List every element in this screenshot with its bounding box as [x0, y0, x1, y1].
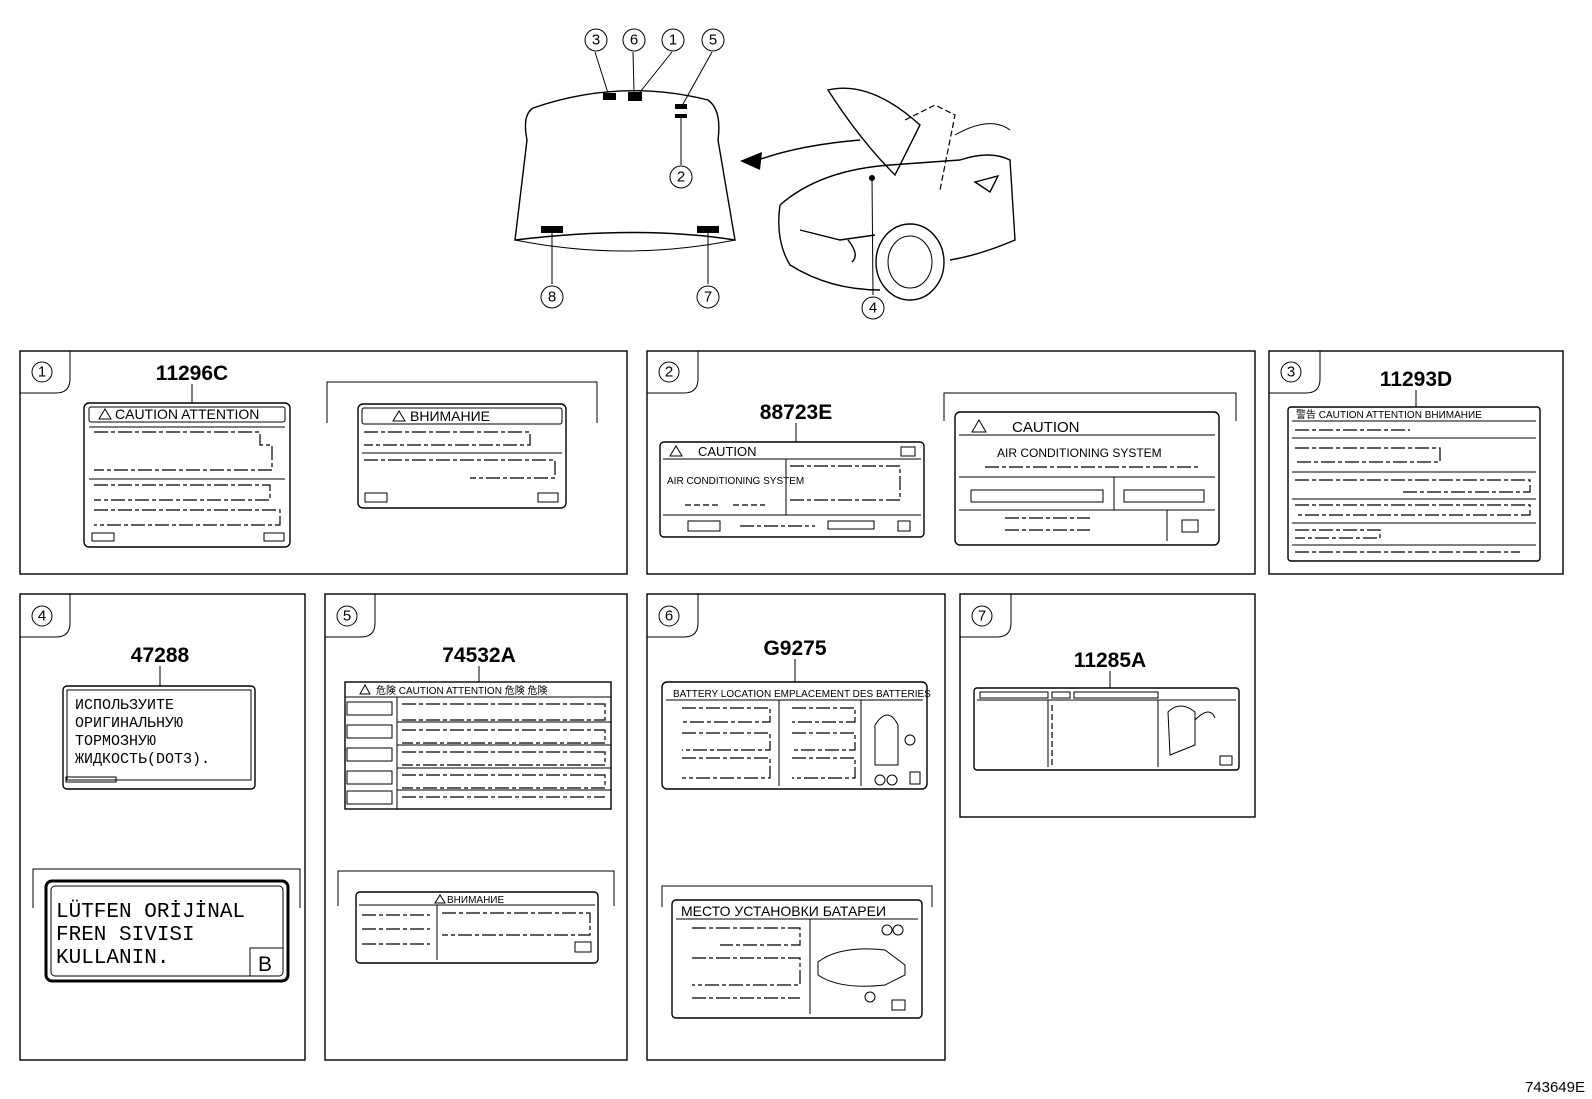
label-main: [973, 687, 1240, 771]
svg-text:BATTERY LOCATION EMPLACEMEN: BATTERY LOCATION EMPLACEMENT DES BATTERI…: [673, 689, 931, 700]
car-illustration: [778, 87, 1016, 301]
svg-text:B: B: [258, 953, 272, 976]
panel-3: 3 11293D 警告 CAUTION ATTENTION ВНИМАНИЕ: [1268, 350, 1564, 575]
svg-text:FREN SIVISI: FREN SIVISI: [56, 924, 195, 947]
svg-text:ВНИМАНИЕ: ВНИМАНИЕ: [447, 895, 504, 906]
label-alt: ВНИМАНИЕ: [357, 403, 567, 509]
callout-5: 5: [701, 28, 725, 52]
callout-2: 2: [669, 165, 693, 189]
label-main: BATTERY LOCATION EMPLACEMENT DES BATTERI…: [661, 681, 931, 790]
part-number: 11296C: [156, 362, 228, 385]
callout-7: 7: [696, 285, 720, 309]
svg-text:CAUTION: CAUTION: [1012, 419, 1080, 436]
callout-8: 8: [540, 285, 564, 309]
svg-text:8: 8: [548, 289, 556, 306]
panel-index: 4: [38, 608, 46, 625]
svg-text:警告 CAUTION ATTENTION ВНИМАН: 警告 CAUTION ATTENTION ВНИМАНИЕ: [1296, 408, 1482, 421]
panel-index: 1: [38, 364, 46, 381]
svg-text:LÜTFEN ORİJİNAL: LÜTFEN ORİJİNAL: [56, 900, 245, 924]
svg-text:CAUTION ATTENTION: CAUTION ATTENTION: [115, 406, 259, 422]
callout-4: 4: [861, 296, 885, 320]
callout-circles: 3 6 1 5 2 8 7 4: [540, 28, 885, 320]
svg-text:МЕСТО УСТАНОВКИ БАТАРЕИ: МЕСТО УСТАНОВКИ БАТАРЕИ: [681, 903, 886, 919]
panel-6: 6 G9275 BATTERY LOCATION EMPLACEMENT DES…: [646, 593, 946, 1061]
hood-illustration: [514, 51, 861, 284]
label-main: 警告 CAUTION ATTENTION ВНИМАНИЕ: [1287, 406, 1541, 562]
callout-1: 1: [661, 28, 685, 52]
svg-text:ИСПОЛЬЗУИТЕ: ИСПОЛЬЗУИТЕ: [75, 697, 174, 714]
label-alt: LÜTFEN ORİJİNAL FREN SIVISI KULLANIN. B: [44, 879, 290, 983]
panel-2: 2 88723E CAUTION AIR CONDITIONING SYSTEM…: [646, 350, 1256, 575]
panel-index: 6: [665, 608, 673, 625]
svg-text:ВНИМАНИЕ: ВНИМАНИЕ: [410, 408, 490, 424]
svg-text:3: 3: [592, 32, 600, 49]
figure-code: 743649E: [1525, 1079, 1585, 1096]
label-alt: МЕСТО УСТАНОВКИ БАТАРЕИ: [671, 899, 923, 1019]
svg-text:4: 4: [869, 300, 877, 317]
callout-6: 6: [622, 28, 646, 52]
part-number: 88723E: [760, 401, 832, 424]
panel-5: 5 74532A 危険 CAUTION ATTENTION 危険 危険: [324, 593, 628, 1061]
svg-text:ТОРМОЗНУЮ: ТОРМОЗНУЮ: [75, 733, 156, 750]
svg-text:危険 CAUTION ATTENTION 危険 危険: 危険 CAUTION ATTENTION 危険 危険: [376, 685, 547, 697]
panel-index: 7: [978, 608, 986, 625]
svg-text:2: 2: [677, 169, 685, 186]
svg-text:5: 5: [709, 32, 717, 49]
svg-text:KULLANIN.: KULLANIN.: [56, 947, 169, 970]
label-main: CAUTION AIR CONDITIONING SYSTEM: [659, 441, 925, 538]
panel-1: 1 11296C CAUTION ATTENTION ВНИМАНИЕ: [19, 350, 628, 575]
callout-3: 3: [584, 28, 608, 52]
svg-text:ОРИГИНАЛЬНУЮ: ОРИГИНАЛЬНУЮ: [75, 715, 183, 732]
panel-4: 4 47288 ИСПОЛЬЗУИТЕ ОРИГИНАЛЬНУЮ ТОРМОЗН…: [19, 593, 306, 1061]
svg-text:CAUTION: CAUTION: [698, 444, 757, 459]
part-number: 74532A: [442, 644, 516, 667]
part-number: 47288: [131, 644, 190, 667]
panel-index: 5: [343, 608, 351, 625]
svg-text:1: 1: [669, 32, 677, 49]
label-main: ИСПОЛЬЗУИТЕ ОРИГИНАЛЬНУЮ ТОРМОЗНУЮ ЖИДКО…: [62, 685, 256, 790]
label-main: CAUTION ATTENTION: [83, 402, 291, 548]
svg-text:ЖИДКОСТЬ(DOT3).: ЖИДКОСТЬ(DOT3).: [75, 751, 210, 768]
label-alt: CAUTION AIR CONDITIONING SYSTEM: [954, 411, 1220, 546]
part-number: 11285A: [1074, 649, 1146, 672]
svg-text:6: 6: [630, 32, 638, 49]
part-number: 11293D: [1380, 368, 1452, 391]
svg-text:AIR CONDITIONING SYSTEM: AIR CONDITIONING SYSTEM: [997, 446, 1162, 460]
panel-7: 7 11285A: [959, 593, 1256, 818]
panel-index: 3: [1287, 364, 1295, 381]
panel-index: 2: [665, 364, 673, 381]
label-alt: ВНИМАНИЕ: [355, 891, 599, 964]
part-number: G9275: [763, 637, 826, 660]
svg-text:7: 7: [704, 289, 712, 306]
svg-text:AIR CONDITIONING SYSTEM: AIR CONDITIONING SYSTEM: [667, 476, 804, 487]
label-main: 危険 CAUTION ATTENTION 危険 危険: [344, 681, 612, 810]
